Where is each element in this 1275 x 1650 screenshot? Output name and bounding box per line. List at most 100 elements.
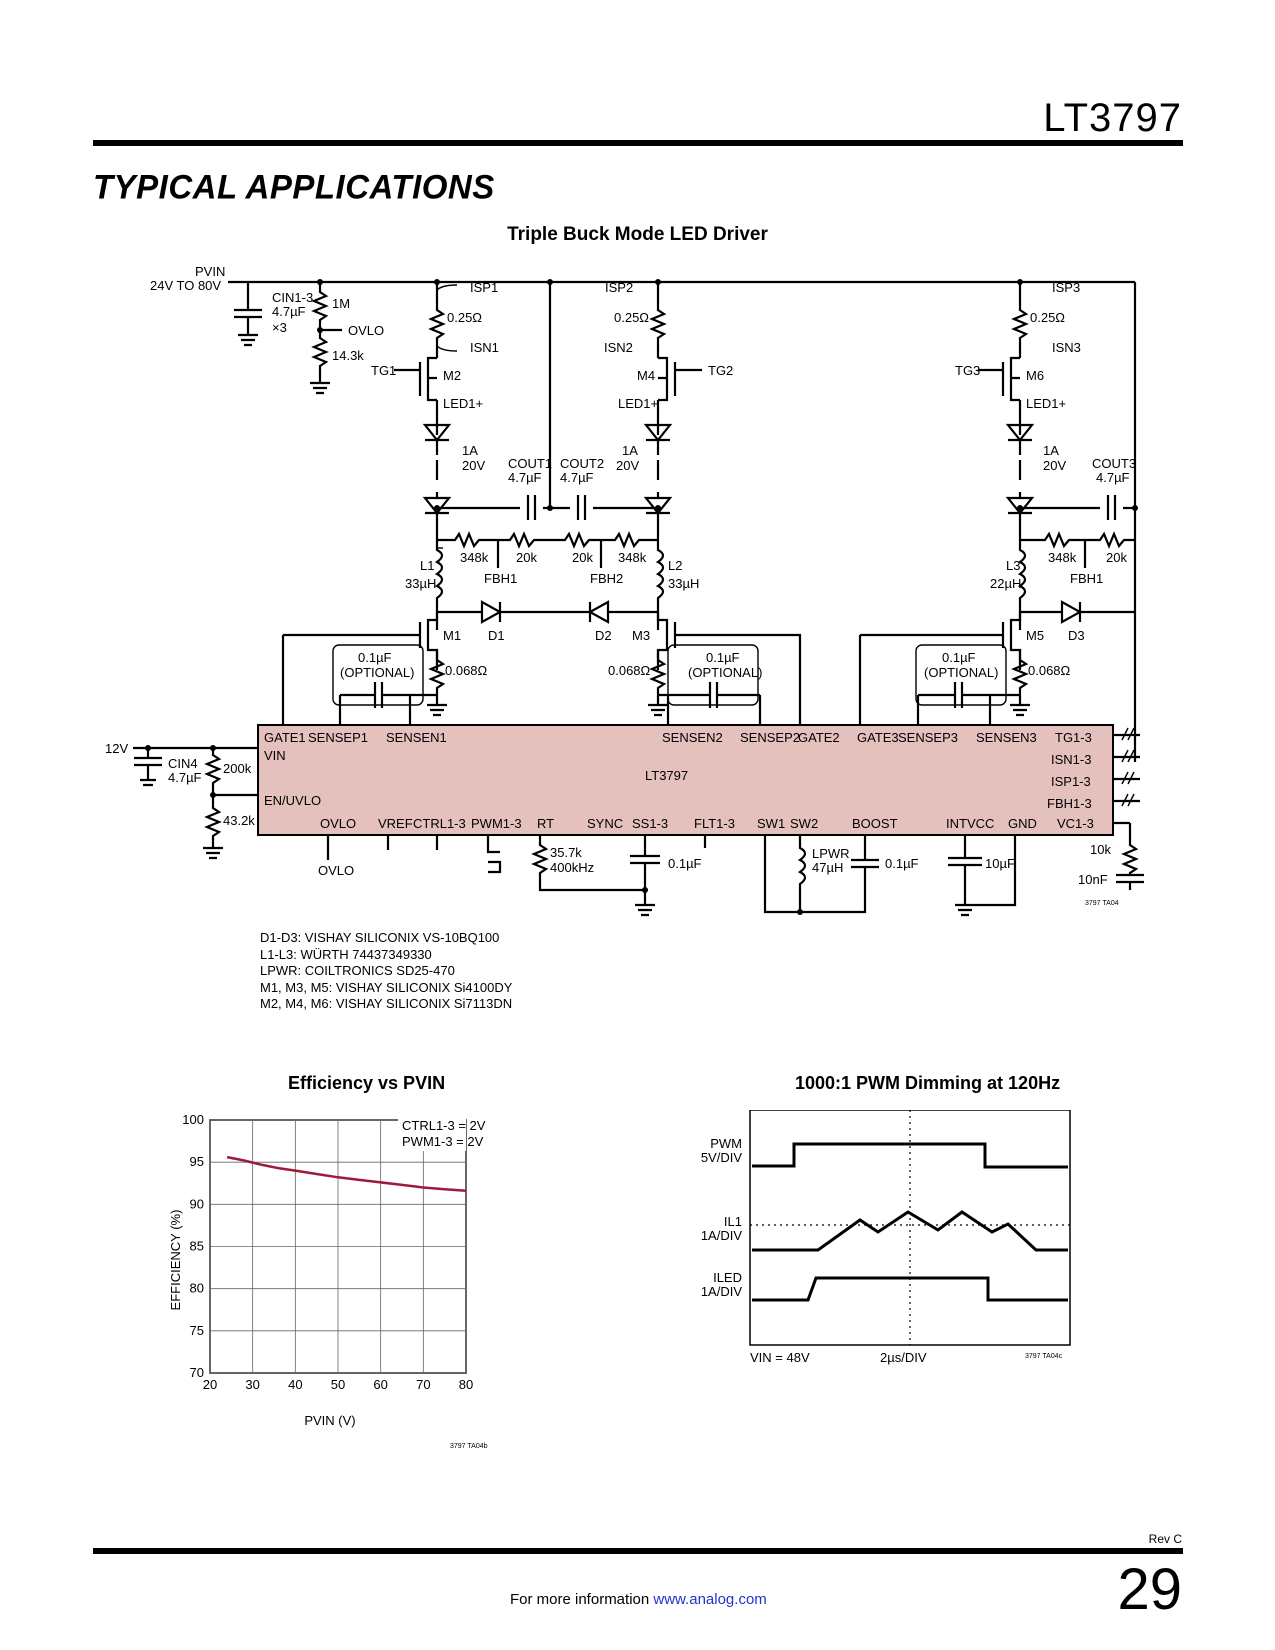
footer-info-text: For more information bbox=[510, 1591, 650, 1608]
svg-text:ISP2: ISP2 bbox=[605, 280, 633, 295]
svg-text:0.1µF: 0.1µF bbox=[942, 650, 976, 665]
svg-text:SENSEP3: SENSEP3 bbox=[898, 730, 958, 745]
footer-info: For more information www.analog.com bbox=[510, 1591, 767, 1608]
svg-text:0.1µF: 0.1µF bbox=[358, 650, 392, 665]
optional-cap-3 bbox=[916, 682, 1020, 725]
vc-compensation bbox=[1116, 823, 1144, 890]
svg-text:(OPTIONAL): (OPTIONAL) bbox=[340, 665, 414, 680]
svg-text:LED1+: LED1+ bbox=[618, 396, 658, 411]
cin13-cap bbox=[234, 282, 262, 347]
y-tick-label: 85 bbox=[190, 1239, 204, 1254]
il1-scale: 1A/DIV bbox=[701, 1228, 743, 1243]
svg-text:COUT1: COUT1 bbox=[508, 456, 552, 471]
website-link[interactable]: www.analog.com bbox=[653, 1591, 767, 1608]
efficiency-series-line bbox=[226, 1155, 467, 1193]
switch-m5 bbox=[858, 612, 1022, 725]
svg-text:3797 TA04: 3797 TA04 bbox=[1085, 900, 1119, 907]
cin13-val: 4.7µF bbox=[272, 304, 306, 319]
svg-text:(OPTIONAL): (OPTIONAL) bbox=[688, 665, 762, 680]
y-axis-label: EFFICIENCY (%) bbox=[168, 1210, 183, 1311]
svg-text:OVLO: OVLO bbox=[320, 816, 356, 831]
pwm-dimming-title: 1000:1 PWM Dimming at 120Hz bbox=[795, 1073, 1061, 1093]
revision-label: Rev C bbox=[1148, 1532, 1182, 1546]
svg-text:ISP3: ISP3 bbox=[1052, 280, 1080, 295]
y-tick-label: 95 bbox=[190, 1154, 204, 1169]
svg-text:M2: M2 bbox=[443, 368, 461, 383]
svg-text:0.25Ω: 0.25Ω bbox=[447, 310, 482, 325]
timebase-label: 2µs/DIV bbox=[880, 1350, 927, 1365]
svg-text:20k: 20k bbox=[516, 550, 537, 565]
svg-text:L2: L2 bbox=[668, 558, 682, 573]
ss-cap bbox=[630, 835, 660, 917]
rsense-3 bbox=[1010, 650, 1030, 717]
inductor-l1 bbox=[434, 540, 444, 630]
cout3-cap bbox=[1020, 495, 1135, 520]
svg-text:SW1: SW1 bbox=[757, 816, 785, 831]
svg-text:200k: 200k bbox=[223, 761, 252, 776]
optional-cap-2 bbox=[658, 682, 762, 725]
chip-name: LT3797 bbox=[645, 768, 688, 783]
svg-text:10nF: 10nF bbox=[1078, 872, 1108, 887]
svg-text:SENSEN1: SENSEN1 bbox=[386, 730, 447, 745]
svg-text:LED1+: LED1+ bbox=[443, 396, 483, 411]
uvlo-divider bbox=[203, 748, 258, 860]
svg-text:ISP1-3: ISP1-3 bbox=[1051, 774, 1091, 789]
cin13-label: CIN1-3 bbox=[272, 290, 313, 305]
svg-text:OVLO: OVLO bbox=[318, 863, 354, 878]
svg-text:COUT2: COUT2 bbox=[560, 456, 604, 471]
svg-text:ISN3: ISN3 bbox=[1052, 340, 1081, 355]
boost-cap bbox=[851, 835, 879, 875]
svg-text:ISN1: ISN1 bbox=[470, 340, 499, 355]
svg-text:0.25Ω: 0.25Ω bbox=[1030, 310, 1065, 325]
cin4-cap bbox=[133, 746, 258, 787]
svg-text:4.7µF: 4.7µF bbox=[1096, 470, 1130, 485]
x-tick-label: 70 bbox=[416, 1377, 430, 1392]
rt-resistor bbox=[531, 835, 645, 892]
component-notes: D1-D3: VISHAY SILICONIX VS-10BQ100 L1-L3… bbox=[260, 930, 512, 1013]
svg-text:10µF: 10µF bbox=[985, 856, 1015, 871]
fbh1-divider bbox=[437, 531, 550, 549]
optional-cap-1 bbox=[338, 682, 437, 725]
rsense-1 bbox=[427, 650, 447, 717]
intvcc-cap bbox=[948, 835, 1017, 917]
inductor-l3 bbox=[1017, 540, 1027, 630]
y-tick-label: 100 bbox=[182, 1112, 204, 1127]
pwm-scale: 5V/DIV bbox=[701, 1150, 743, 1165]
svg-text:GATE3: GATE3 bbox=[857, 730, 899, 745]
r1m-label: 1M bbox=[332, 296, 350, 311]
svg-text:0.1µF: 0.1µF bbox=[706, 650, 740, 665]
header-rule bbox=[93, 140, 1183, 146]
svg-text:43.2k: 43.2k bbox=[223, 813, 255, 828]
y-tick-label: 70 bbox=[190, 1365, 204, 1380]
svg-text:SENSEP2: SENSEP2 bbox=[740, 730, 800, 745]
cin13-qty: ×3 bbox=[272, 320, 287, 335]
svg-text:SS1-3: SS1-3 bbox=[632, 816, 668, 831]
svg-text:L1: L1 bbox=[420, 558, 434, 573]
svg-text:20k: 20k bbox=[1106, 550, 1127, 565]
svg-text:SW2: SW2 bbox=[790, 816, 818, 831]
svg-text:TG3: TG3 bbox=[955, 363, 980, 378]
svg-text:D1: D1 bbox=[488, 628, 505, 643]
channel-2: ISP2 0.25Ω ISN2 TG2 M4 LED1+ 1A 20V bbox=[604, 279, 733, 540]
pwm-trace bbox=[752, 1142, 1068, 1169]
lt3797-chip bbox=[257, 724, 1114, 836]
vin-label: VIN = 48V bbox=[750, 1350, 810, 1365]
svg-text:SENSEN2: SENSEN2 bbox=[662, 730, 723, 745]
iled-label: ILED bbox=[713, 1270, 742, 1285]
fbh3-divider bbox=[1020, 531, 1135, 549]
svg-text:20k: 20k bbox=[572, 550, 593, 565]
note-line: LPWR: COILTRONICS SD25-470 bbox=[260, 963, 455, 978]
y-tick-label: 90 bbox=[190, 1196, 204, 1211]
svg-text:1A: 1A bbox=[462, 443, 478, 458]
svg-text:LED1+: LED1+ bbox=[1026, 396, 1066, 411]
svg-text:33µH: 33µH bbox=[668, 576, 699, 591]
switch-m1 bbox=[281, 612, 439, 725]
efficiency-grid bbox=[209, 1119, 467, 1374]
svg-text:INTVCC: INTVCC bbox=[946, 816, 994, 831]
svg-text:0.068Ω: 0.068Ω bbox=[608, 663, 651, 678]
lpwr-inductor bbox=[703, 835, 867, 914]
r14k-label: 14.3k bbox=[332, 348, 364, 363]
svg-text:VREF: VREF bbox=[378, 816, 413, 831]
svg-text:TG1: TG1 bbox=[371, 363, 396, 378]
pvin-label: PVIN bbox=[195, 264, 225, 279]
